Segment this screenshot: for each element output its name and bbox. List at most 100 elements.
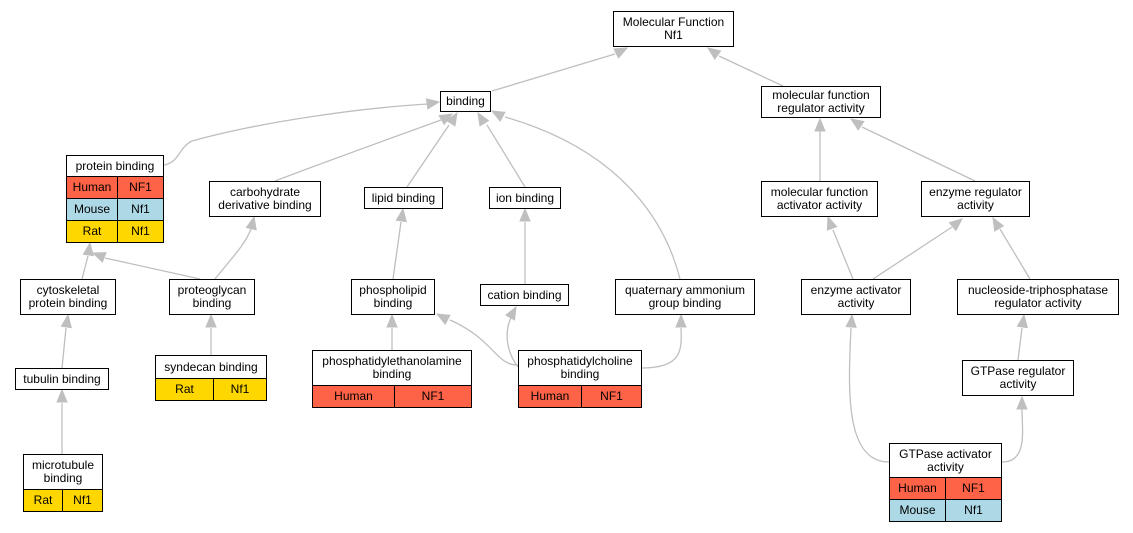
arrowhead-icon: [205, 313, 217, 328]
gene-cell: Nf1: [131, 224, 150, 238]
node-label: molecular function regulator activity: [772, 88, 870, 115]
node-tubulin-binding[interactable]: tubulin binding: [15, 368, 109, 390]
gene-cell: Nf1: [73, 493, 92, 507]
edge-pc-to-cation: [505, 305, 519, 368]
arrowhead-icon: [519, 207, 531, 222]
edge-line: [104, 257, 201, 280]
node-mf-activator[interactable]: molecular function activator activity: [761, 181, 878, 217]
arrowhead-icon: [395, 207, 407, 223]
edge-line: [449, 319, 519, 366]
edge-line: [392, 221, 402, 280]
node-label: nucleoside-triphosphatase regulator acti…: [967, 283, 1109, 310]
node-label: binding: [446, 94, 485, 108]
edge-line: [861, 126, 976, 182]
arrowhead-icon: [505, 305, 517, 321]
node-enzyme-activator[interactable]: enzyme activator activity: [801, 279, 911, 315]
node-mf-regulator[interactable]: molecular function regulator activity: [761, 86, 881, 118]
edge-gtpase-activator-to-gtpase-regulator: [1001, 395, 1028, 463]
species-cell: Human: [67, 177, 118, 198]
edge-line: [506, 317, 519, 368]
node-label: lipid binding: [371, 190, 436, 205]
node-label: ion binding: [495, 190, 555, 205]
node-molecular-function[interactable]: Molecular Function Nf1: [613, 11, 734, 47]
edge-pc-to-quaternary: [641, 313, 687, 369]
arrowhead-icon: [386, 313, 398, 328]
edge-line: [1017, 327, 1023, 361]
edge-gtpase-regulator-to-ntpase: [1016, 313, 1028, 361]
edge-line: [81, 255, 89, 280]
arrowhead-icon: [948, 218, 963, 232]
node-proteoglycan-binding[interactable]: proteoglycan binding: [169, 279, 255, 315]
gene-cell: Nf1: [230, 382, 250, 396]
edge-proteoglycan-to-protein-binding: [91, 252, 201, 280]
edge-binding-to-molecular-function: [491, 47, 629, 92]
node-gtpase-regulator[interactable]: GTPase regulator activity: [962, 360, 1074, 396]
species-cell: Rat: [24, 490, 63, 511]
arrowhead-icon: [826, 215, 838, 231]
edge-enzyme-regulator-to-mf-regulator: [849, 118, 976, 182]
edge-gtpase-activator-to-enzyme-activator: [845, 313, 890, 463]
edge-enzyme-activator-to-enzyme-regulator: [872, 218, 963, 280]
edge-ion-to-binding: [477, 111, 526, 188]
node-cation-binding[interactable]: cation binding: [480, 284, 569, 306]
node-carbohydrate-binding[interactable]: carbohydrate derivative binding: [209, 181, 321, 217]
arrowhead-icon: [435, 313, 451, 325]
gene-row-mouse: Mouse Nf1: [890, 499, 1001, 521]
edge-line: [504, 116, 681, 280]
edge-line: [491, 53, 616, 92]
arrowhead-icon: [425, 98, 441, 110]
gene-cell: NF1: [962, 481, 985, 495]
node-quaternary-binding[interactable]: quaternary ammonium group binding: [615, 279, 755, 315]
node-lipid-binding[interactable]: lipid binding: [364, 187, 443, 209]
node-label: enzyme regulator activity: [929, 185, 1022, 212]
node-label: syndecan binding: [164, 359, 258, 374]
arrowhead-icon: [60, 313, 72, 329]
edge-line: [999, 228, 1031, 280]
species-cell: Human: [519, 386, 582, 407]
node-binding[interactable]: binding: [440, 91, 491, 112]
arrowhead-icon: [706, 47, 722, 61]
edge-line: [1001, 408, 1024, 463]
gene-row-rat: Rat Nf1: [67, 220, 163, 242]
species-cell: Rat: [67, 221, 118, 242]
node-ntpase-regulator[interactable]: nucleoside-triphosphatase regulator acti…: [957, 279, 1119, 315]
arrowhead-icon: [490, 110, 506, 122]
node-label: microtubule binding: [31, 458, 95, 485]
node-label: enzyme activator activity: [810, 283, 902, 310]
arrowhead-icon: [849, 118, 865, 131]
edge-cytoskeletal-to-protein-binding: [81, 241, 94, 280]
arrowhead-icon: [992, 216, 1005, 232]
edge-line: [848, 327, 890, 463]
arrowhead-icon: [1016, 313, 1028, 329]
edge-line: [718, 55, 784, 87]
node-phospholipid-binding[interactable]: phospholipid binding: [351, 279, 435, 315]
edge-line: [61, 327, 67, 369]
gene-cell: NF1: [600, 389, 623, 403]
gene-cell: Nf1: [964, 503, 983, 517]
species-cell: Mouse: [67, 199, 118, 220]
node-cytoskeletal-binding[interactable]: cytoskeletal protein binding: [20, 279, 116, 315]
species-cell: Mouse: [890, 500, 946, 521]
edge-cation-to-ion: [519, 207, 531, 284]
node-enzyme-regulator[interactable]: enzyme regulator activity: [921, 181, 1030, 217]
edge-proteoglycan-to-carbohydrate: [214, 215, 257, 280]
node-label: carbohydrate derivative binding: [218, 185, 312, 212]
node-ion-binding[interactable]: ion binding: [489, 187, 561, 209]
node-label: phosphatidylcholine binding: [527, 354, 633, 381]
gene-cell: NF1: [421, 389, 445, 403]
edge-mf-regulator-to-molecular-function: [706, 47, 784, 87]
arrowhead-icon: [613, 47, 629, 59]
edge-line: [486, 124, 526, 188]
edge-ntpase-to-enzyme-regulator: [992, 216, 1031, 280]
edge-enzyme-activator-to-mf-activator: [826, 215, 854, 280]
